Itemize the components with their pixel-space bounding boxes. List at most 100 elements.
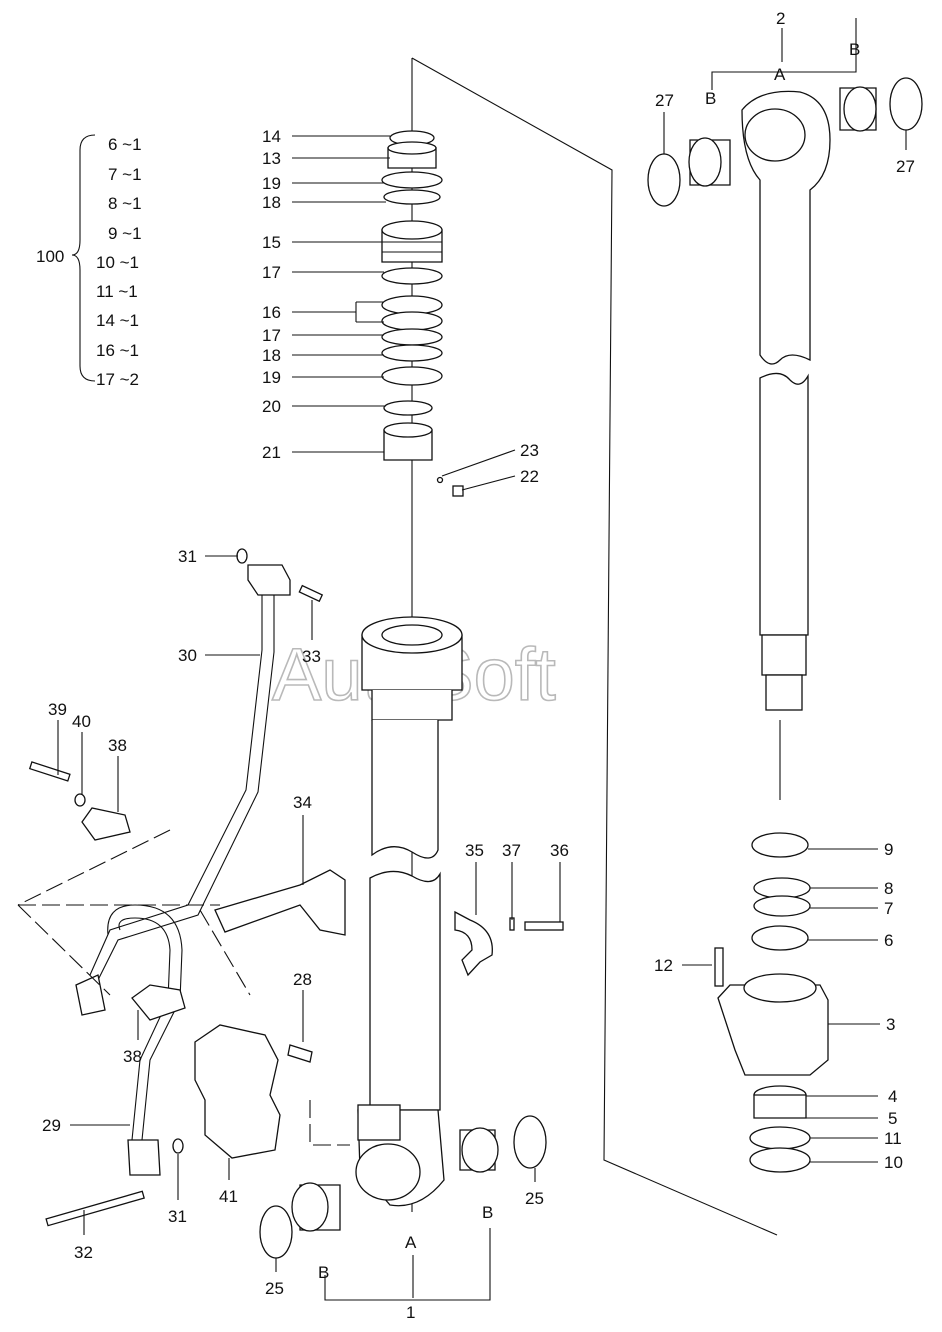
leader-lines xyxy=(57,28,907,1298)
head-bore xyxy=(743,973,817,1003)
rod-lower xyxy=(759,372,809,636)
bushing-b-right-face xyxy=(461,1127,499,1173)
tube-head-bore xyxy=(381,624,443,646)
valve-dashed-guides xyxy=(199,909,350,1146)
ring-19-bottom xyxy=(381,366,443,386)
ring-6 xyxy=(751,925,809,951)
bolt-36 xyxy=(524,921,564,931)
ring-17-top xyxy=(381,267,443,285)
callout-31: 31 xyxy=(168,1207,187,1226)
bushing-b-left-face xyxy=(291,1182,329,1232)
letter-b-rod-left: B xyxy=(705,89,716,108)
callout-25: 25 xyxy=(525,1189,544,1208)
kit-item: 16 ~1 xyxy=(96,341,139,360)
callout-14: 14 xyxy=(262,127,281,146)
cylinder-tube xyxy=(259,616,547,1301)
piping-assembly xyxy=(17,548,564,1227)
piston-rod xyxy=(647,18,923,711)
callout-3: 3 xyxy=(886,1015,895,1034)
kit-item: 9 ~1 xyxy=(108,224,142,243)
callout-34: 34 xyxy=(293,793,312,812)
pipe-end-fitting xyxy=(75,974,106,1016)
bolt-12 xyxy=(714,947,724,987)
callout-37: 37 xyxy=(502,841,521,860)
callout-22: 22 xyxy=(520,467,539,486)
callout-19: 19 xyxy=(262,368,281,387)
callout-1: 1 xyxy=(406,1303,415,1322)
pipe-29 xyxy=(118,917,171,1141)
tube-lower xyxy=(369,870,441,1111)
callout-30: 30 xyxy=(178,646,197,665)
kit-item: 14 ~1 xyxy=(96,311,139,330)
tube-clevis-eye xyxy=(355,1143,421,1201)
rod-thread-neck xyxy=(761,634,807,676)
bracket-34 xyxy=(214,869,346,936)
callout-16: 16 xyxy=(262,303,281,322)
ball-23 xyxy=(436,476,444,484)
kit-list: 100 6 ~1 7 ~1 8 ~1 9 ~1 10 ~1 11 ~1 14 ~… xyxy=(36,134,142,389)
ring-9 xyxy=(751,832,809,858)
kit-brace xyxy=(71,134,96,382)
callout-23: 23 xyxy=(520,441,539,460)
callout-13: 13 xyxy=(262,149,281,168)
fitting-28 xyxy=(287,1044,313,1063)
ring-19-top xyxy=(381,171,443,189)
ring-20 xyxy=(383,400,433,416)
ring-16a xyxy=(381,295,443,315)
kit-item: 11 ~1 xyxy=(96,282,138,301)
pipe-29-edge xyxy=(107,904,183,1141)
callout-19: 19 xyxy=(262,174,281,193)
callout-41: 41 xyxy=(219,1187,238,1206)
oring-31-upper xyxy=(236,548,248,564)
ring-7 xyxy=(753,895,811,917)
clamp-38-lower xyxy=(131,984,186,1021)
clamp-38-upper xyxy=(81,807,131,841)
letter-b-tube-right: B xyxy=(482,1203,493,1222)
callout-28: 28 xyxy=(293,970,312,989)
letter-b-rod-right: B xyxy=(849,40,860,59)
rod-bracket-line xyxy=(711,18,857,90)
rod-eye-bore xyxy=(744,108,806,162)
callout-20: 20 xyxy=(262,397,281,416)
callout-25: 25 xyxy=(265,1279,284,1298)
letter-a-tube: A xyxy=(405,1233,417,1252)
callout-27: 27 xyxy=(896,157,915,176)
callout-labels: 14 13 19 18 15 17 16 17 18 19 20 21 23 2… xyxy=(42,9,915,1322)
piston-stack xyxy=(381,130,464,497)
rod-thread xyxy=(765,674,803,711)
tube-port-block xyxy=(357,1104,401,1141)
screw-22 xyxy=(452,485,464,497)
callout-29: 29 xyxy=(42,1116,61,1135)
seal-25-left xyxy=(259,1205,293,1259)
callout-2: 2 xyxy=(776,9,785,28)
ring-11 xyxy=(749,1126,811,1150)
ring-18-bottom xyxy=(381,344,443,362)
callout-18: 18 xyxy=(262,193,281,212)
pipe-29-fitting xyxy=(127,1139,161,1176)
pipe-30-edge xyxy=(97,585,275,981)
bolt-33 xyxy=(298,584,324,603)
position-letters: A B B A B B xyxy=(318,40,860,1282)
kit-item: 17 ~2 xyxy=(96,370,139,389)
callout-17: 17 xyxy=(262,263,281,282)
rod-bushing-left-face xyxy=(688,137,722,187)
tube-bracket-line xyxy=(324,1228,491,1301)
callout-38: 38 xyxy=(108,736,127,755)
bushing-5 xyxy=(753,1094,807,1119)
callout-39: 39 xyxy=(48,700,67,719)
letter-b-tube-left: B xyxy=(318,1263,329,1282)
callout-33: 33 xyxy=(302,647,321,666)
clamp-35 xyxy=(454,910,493,977)
callout-18: 18 xyxy=(262,346,281,365)
tube-upper xyxy=(371,720,439,859)
callout-31: 31 xyxy=(178,547,197,566)
rod-bushing-right-face xyxy=(843,86,877,132)
callout-15: 15 xyxy=(262,233,281,252)
piston-15-top xyxy=(381,220,443,240)
kit-item: 10 ~1 xyxy=(96,253,139,272)
callout-17: 17 xyxy=(262,326,281,345)
ring-10 xyxy=(749,1147,811,1173)
pipe-30 xyxy=(89,585,263,976)
callout-4: 4 xyxy=(888,1087,897,1106)
